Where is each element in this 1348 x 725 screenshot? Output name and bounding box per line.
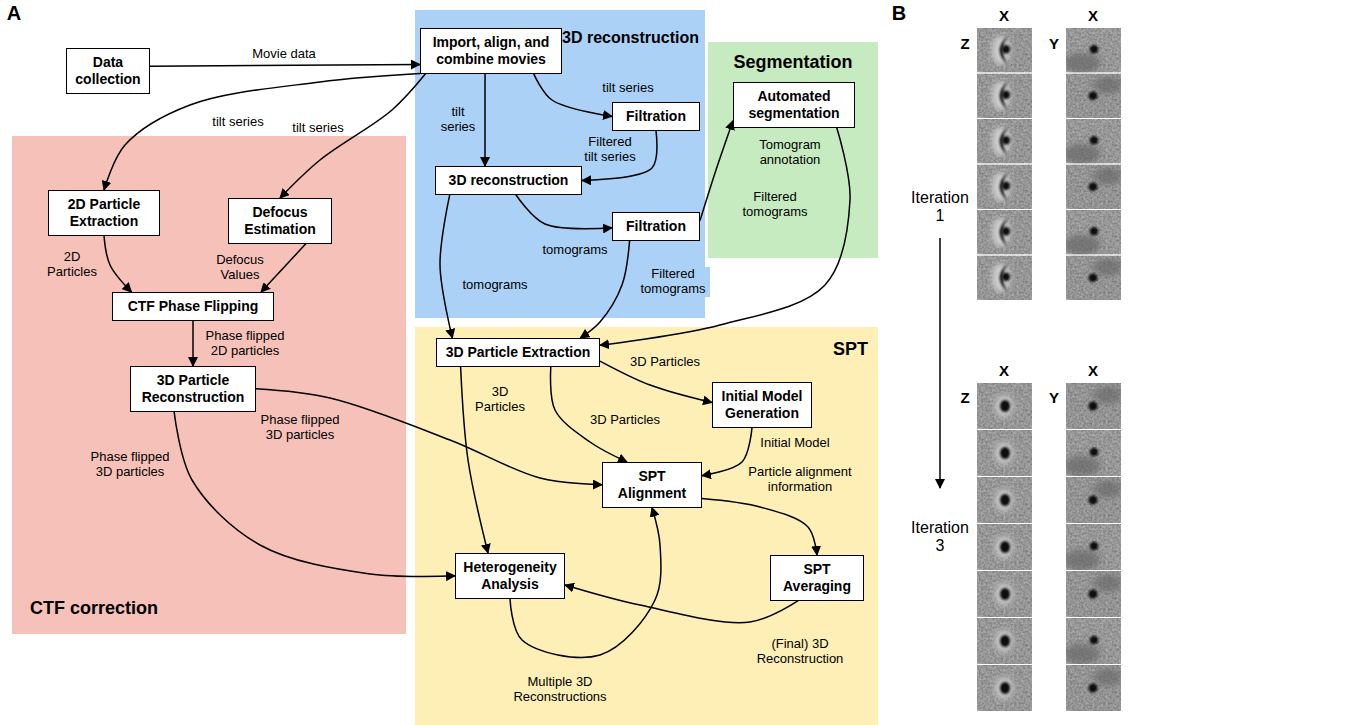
process-box: Filtration	[612, 102, 700, 131]
edge-label: tilt series	[290, 121, 345, 136]
edge-label: Phase flipped 2D particles	[201, 329, 289, 359]
panel-letter: A	[7, 2, 21, 25]
flow-arrow	[700, 121, 733, 221]
flow-arrow	[192, 321, 194, 366]
region-title: SPT	[833, 339, 868, 361]
axis-label: Y	[1049, 35, 1059, 52]
process-box: SPT Averaging	[770, 555, 864, 601]
band-ground	[415, 327, 878, 725]
process-box: CTF Phase Flipping	[112, 292, 274, 321]
box-label: Import, align, and combine movies	[427, 34, 555, 68]
axis-label: Z	[960, 35, 969, 52]
edge-label: 3D Particles	[588, 413, 662, 428]
process-box: 2D Particle Extraction	[48, 190, 160, 236]
flow-arrow	[104, 74, 420, 190]
edge-label: 2D Particles	[42, 250, 102, 280]
process-box: 3D Particle Reconstruction	[130, 366, 256, 412]
edge-label: tilt series	[436, 105, 480, 135]
box-label: 3D reconstruction	[442, 172, 575, 189]
edge-label: tomograms	[460, 278, 529, 293]
box-label: Heterogeneity Analysis	[462, 559, 558, 593]
flow-arrow	[256, 389, 602, 485]
edge-label: Filtered tomograms	[738, 190, 812, 220]
edge-label: Defocus Values	[212, 253, 268, 283]
box-label: 2D Particle Extraction	[55, 196, 153, 230]
band-ground	[708, 42, 878, 258]
box-label: Defocus Estimation	[235, 204, 325, 238]
tile-column	[1064, 383, 1122, 711]
process-box: Initial Model Generation	[712, 382, 812, 428]
panel-letter: B	[892, 2, 906, 25]
edge-label: tilt series	[210, 115, 265, 130]
axis-label: X	[1088, 7, 1098, 24]
edge-label: 3D Particles	[628, 355, 702, 370]
region-title: 3D reconstruction	[562, 28, 699, 47]
flow-arrow	[484, 74, 486, 166]
process-box: 3D Particle Extraction	[436, 338, 600, 367]
process-box: Heterogeneity Analysis	[455, 553, 565, 599]
region-band: CTF correction2D Particle ExtractionDefo…	[12, 136, 406, 634]
edge-label: Particle alignment information	[742, 465, 858, 495]
flow-arrow	[440, 195, 452, 338]
flow-arrow	[702, 498, 817, 555]
edge-label: tomograms	[540, 243, 609, 258]
axis-label: Y	[1049, 389, 1059, 406]
flow-arrow	[516, 195, 612, 229]
edge-label: Phase flipped 3D particles	[256, 413, 344, 443]
box-label: CTF Phase Flipping	[119, 298, 267, 315]
region-title: Segmentation	[708, 52, 878, 74]
edge-label: Filtered tomograms	[636, 267, 710, 297]
edge-label: tilt series	[600, 81, 655, 96]
edge-label: Phase flipped 3D particles	[86, 450, 174, 480]
edge-label: 3D Particles	[470, 385, 530, 415]
axis-label: Z	[960, 389, 969, 406]
flow-arrow	[104, 236, 131, 292]
region-title: CTF correction	[30, 598, 158, 620]
process-box: Import, align, and combine movies	[420, 28, 562, 74]
edge-label: Multiple 3D Reconstructions	[508, 675, 612, 705]
process-box: Filtration	[612, 212, 700, 241]
axis-label: X	[1088, 362, 1098, 379]
iteration-label: Iteration 1	[909, 189, 971, 226]
edge-label: Tomogram annotation	[753, 138, 827, 168]
flow-arrow	[150, 64, 420, 66]
flow-arrow	[280, 74, 426, 198]
iteration-label: Iteration 3	[909, 519, 971, 556]
edge-label: (Final) 3D Reconstruction	[748, 637, 852, 667]
process-box: 3D reconstruction	[435, 166, 582, 195]
flow-arrow	[565, 585, 798, 623]
box-label: Filtration	[619, 108, 693, 125]
box-label: Automated segmentation	[740, 88, 848, 122]
box-label: Data collection	[73, 54, 143, 88]
box-label: SPT Averaging	[777, 561, 857, 595]
tile-column	[1064, 28, 1122, 300]
axis-label: X	[999, 7, 1009, 24]
process-box: Data collection	[66, 48, 150, 94]
box-label: SPT Alignment	[609, 468, 695, 502]
process-box: Defocus Estimation	[228, 198, 332, 244]
tile-column	[977, 383, 1032, 711]
tile-column	[977, 28, 1032, 300]
process-box: SPT Alignment	[602, 462, 702, 508]
box-label: 3D Particle Extraction	[443, 344, 593, 361]
band-ground	[12, 136, 406, 634]
box-label: Initial Model Generation	[719, 388, 805, 422]
edge-label: Movie data	[250, 47, 318, 62]
edge-label: Filtered tilt series	[580, 135, 640, 165]
box-label: 3D Particle Reconstruction	[137, 372, 249, 406]
flow-arrow	[174, 412, 455, 577]
process-box: Automated segmentation	[733, 82, 855, 128]
box-label: Filtration	[619, 218, 693, 235]
axis-label: X	[999, 362, 1009, 379]
progress-arrow	[939, 238, 941, 488]
edge-label: Initial Model	[758, 436, 831, 451]
